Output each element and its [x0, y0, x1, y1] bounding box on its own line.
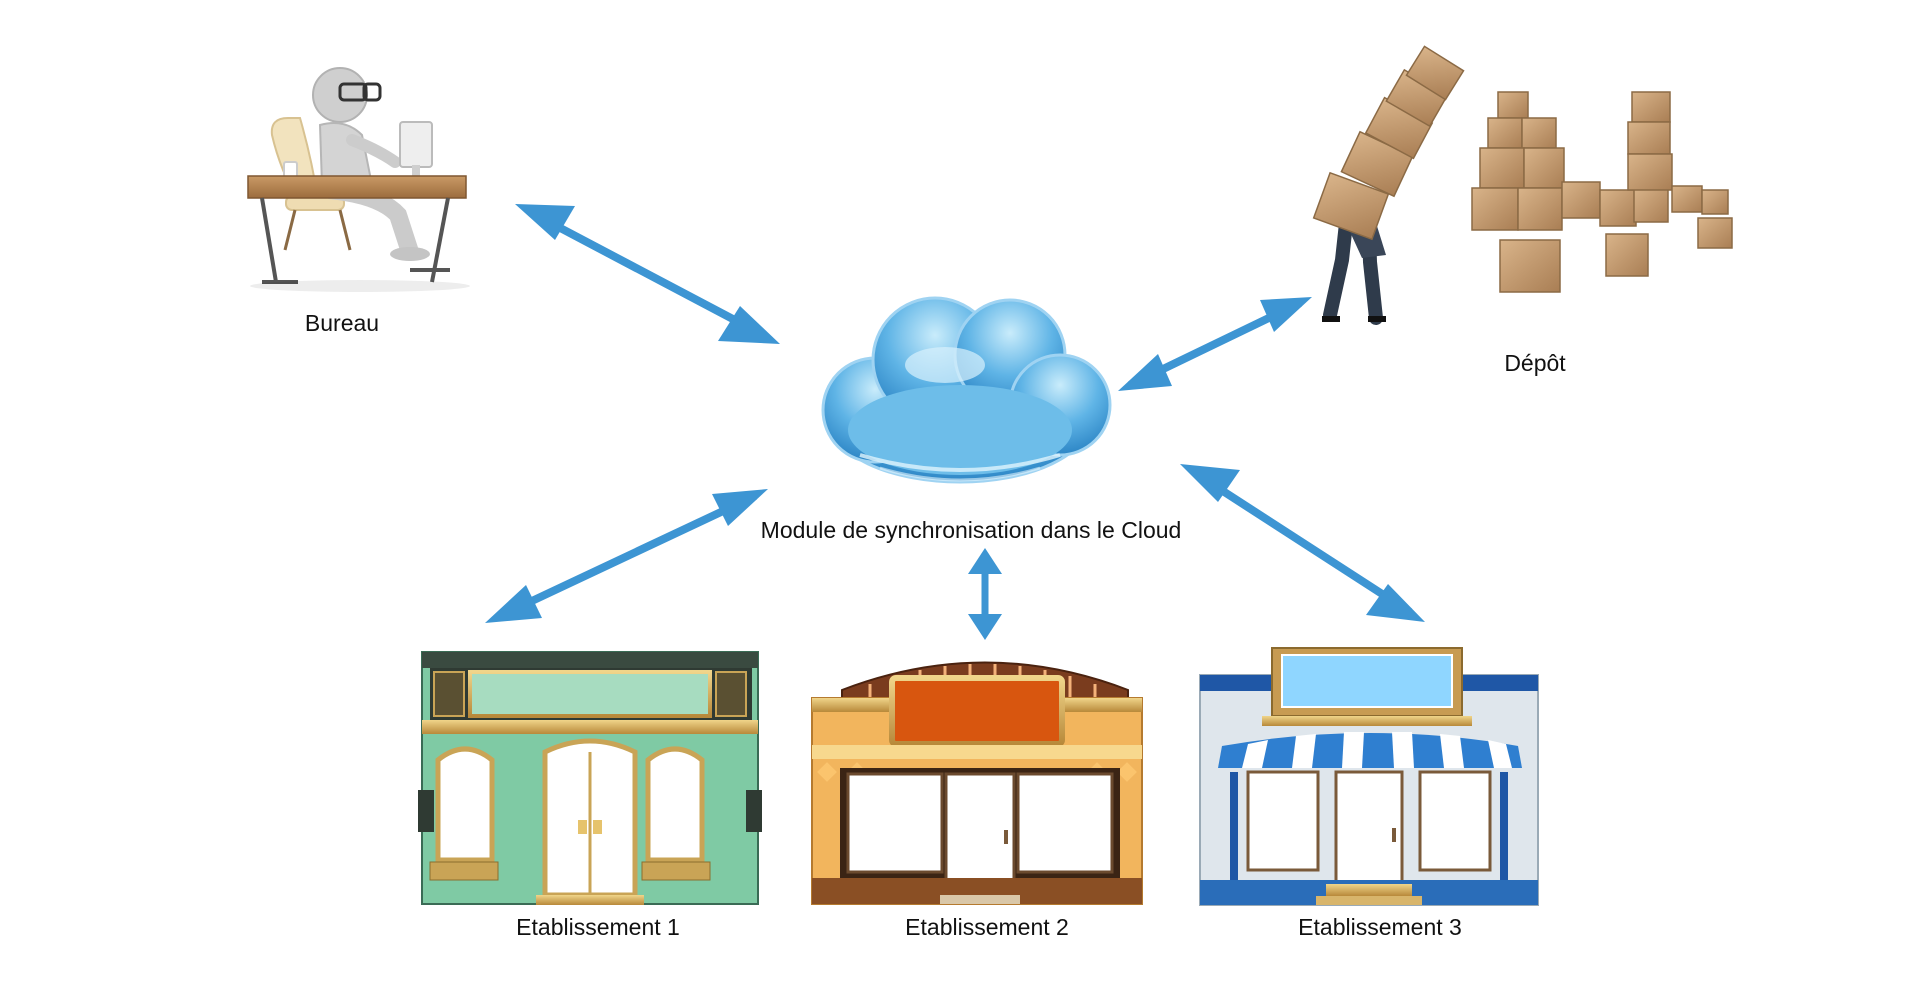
arrow-depot-cloud: [1118, 297, 1312, 391]
arrow-etab2-cloud: [968, 548, 1002, 640]
node-label-etab1: Etablissement 1: [516, 914, 680, 940]
office-desk-icon: [247, 67, 470, 292]
shopfront-blue-icon: [1199, 647, 1539, 906]
node-label-depot: Dépôt: [1504, 350, 1566, 376]
node-label-bureau: Bureau: [304, 310, 380, 336]
node-label-etab3: Etablissement 3: [1298, 914, 1462, 940]
arrow-etab1-cloud: [485, 489, 768, 623]
cloud-icon: [821, 296, 1112, 484]
shopfront-green-icon: [418, 651, 762, 905]
warehouse-boxes-icon: [1312, 45, 1733, 325]
node-label-etab2: Etablissement 2: [905, 914, 1069, 940]
arrow-etab3-cloud: [1180, 464, 1425, 622]
arrow-bureau-cloud: [515, 204, 780, 344]
connection-arrows: [485, 204, 1425, 640]
shopfront-orange-icon: [811, 661, 1143, 905]
center-label: Module de synchronisation dans le Cloud: [760, 517, 1182, 543]
